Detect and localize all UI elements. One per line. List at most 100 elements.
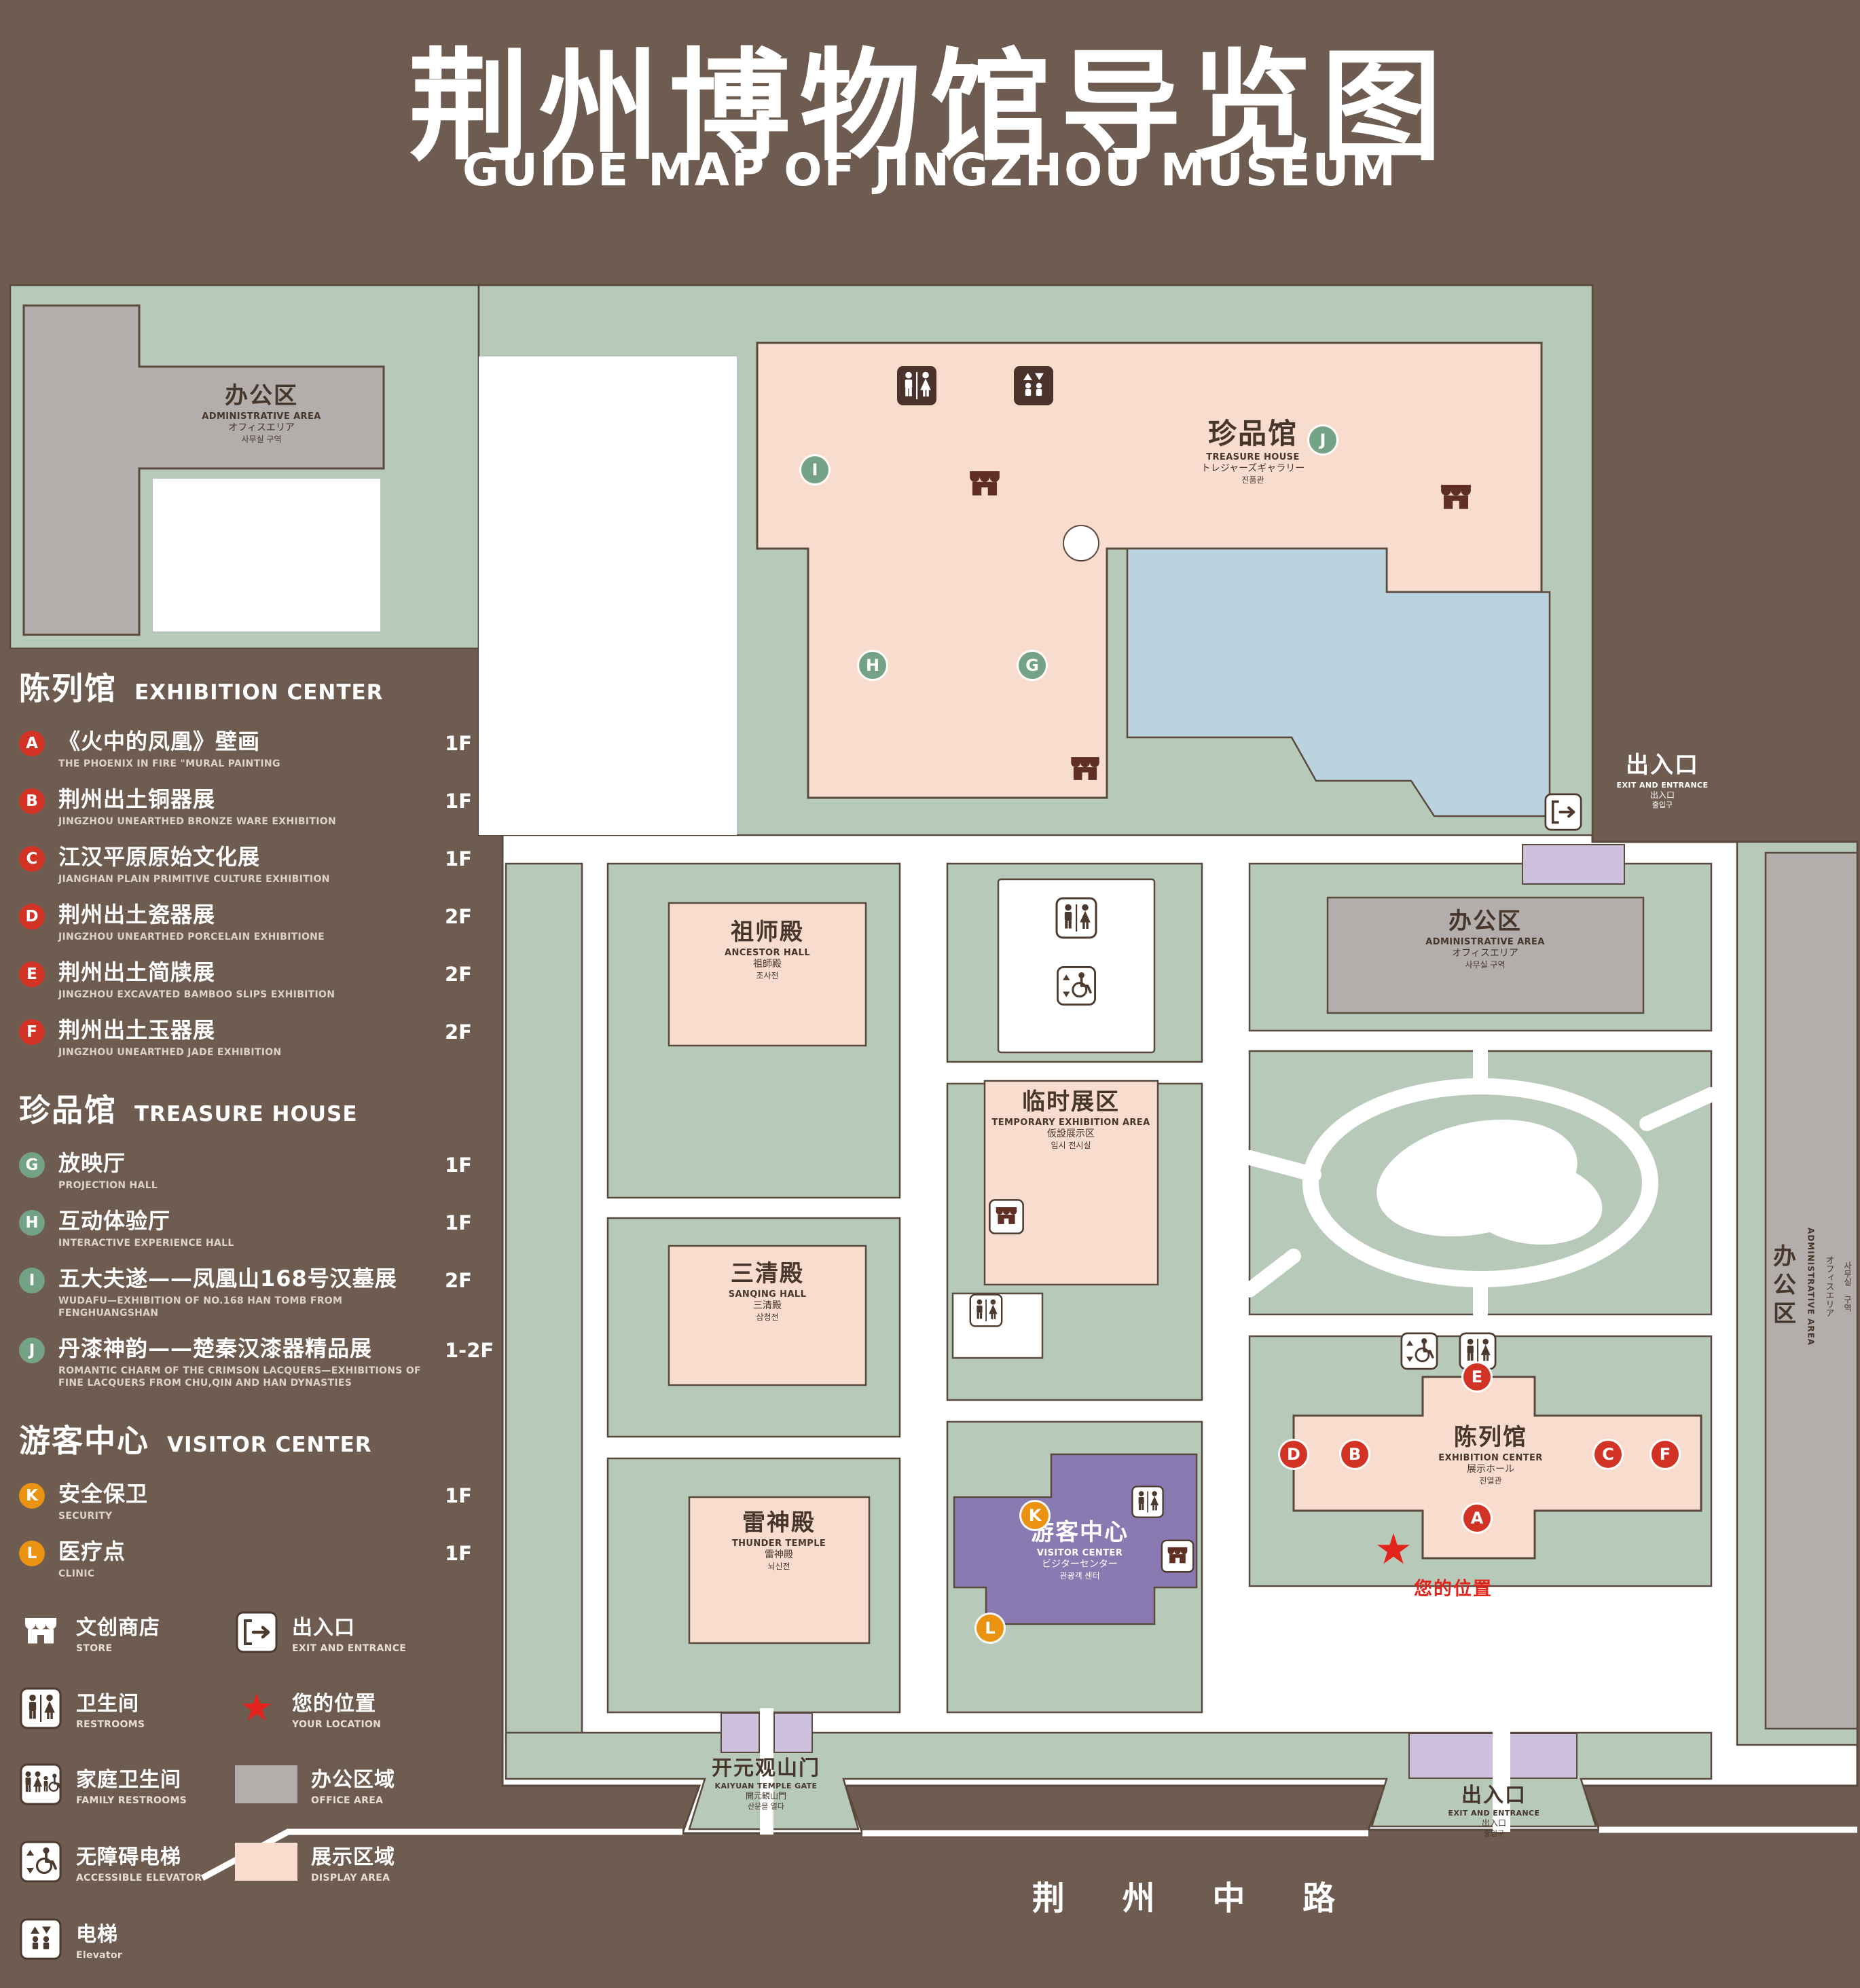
label-jp: 三清殿 (752, 1300, 782, 1312)
map-label-temporary-exhibition: 临时展区 TEMPORARY EXHIBITION AREA 仮設展示区 임시 … (991, 1088, 1150, 1151)
item-floor: 2F (445, 962, 472, 986)
admin-east-strip-building (1764, 851, 1859, 1730)
item-zh: 五大夫遂——凤凰山168号汉墓展 (58, 1265, 397, 1291)
exit-icon (1546, 794, 1581, 830)
item-zh: 《火中的凤凰》壁画 (58, 729, 261, 754)
section-title-zh: 珍品馆 (19, 1091, 117, 1128)
item-en: JINGZHOU EXCAVATED BAMBOO SLIPS EXHIBITI… (58, 989, 335, 1000)
item-en: JIANGHAN PLAIN PRIMITIVE CULTURE EXHIBIT… (58, 873, 330, 885)
map-marker-c: C (1594, 1441, 1622, 1468)
restrooms-icon (1132, 1486, 1163, 1517)
label-jp: 出入口 (1481, 1818, 1506, 1828)
item-floor: 1F (445, 1542, 472, 1566)
legend-symbol-restrooms: 卫生间 RESTROOMS (19, 1687, 145, 1730)
label-kr: 출입구 (1483, 1828, 1505, 1838)
your-location-icon: ★ (239, 1686, 274, 1730)
label-kr: 관광객 센터 (1059, 1571, 1100, 1581)
admin-northwest-building (22, 304, 385, 636)
item-floor: 2F (445, 1020, 472, 1044)
thunder-temple-building (688, 1496, 871, 1644)
legend-symbol-office-area: 办公区域 OFFICE AREA (235, 1763, 395, 1806)
badge-e: E (19, 961, 45, 987)
map-marker-i: I (801, 456, 828, 483)
map-label-admin-strip: 办公区 ADMINISTRATIVE AREA オフィスエリア 사무실 구역 (1766, 1228, 1854, 1346)
item-floor: 2F (445, 904, 472, 928)
gate-walkway (760, 1708, 773, 1835)
legend-item-d: D 荆州出土瓷器展 JINGZHOU UNEARTHED PORCELAIN E… (19, 902, 498, 943)
label-kr: 진품관 (1241, 475, 1264, 485)
restrooms-icon (970, 1295, 1002, 1326)
label-en: ADMINISTRATIVE AREA (1425, 936, 1545, 947)
map-marker-h: H (859, 652, 886, 679)
item-zh: 荆州出土简牍展 (58, 959, 216, 985)
label-jp: 祖師殿 (752, 959, 782, 970)
label-en: EXIT AND ENTRANCE (1448, 1809, 1540, 1818)
section-title-en: VISITOR CENTER (167, 1433, 372, 1458)
badge-g: G (19, 1152, 45, 1178)
gate-building-right (773, 1712, 813, 1753)
section-title-en: EXHIBITION CENTER (134, 680, 384, 705)
label-jp: 展示ホール (1466, 1464, 1514, 1475)
label-zh: 出入口 (1626, 752, 1699, 779)
map-label-ancestor-hall: 祖师殿 ANCESTOR HALL 祖師殿 조사전 (725, 918, 810, 981)
display-area-swatch (235, 1843, 297, 1881)
label-en: ADMINISTRATIVE AREA (1806, 1228, 1816, 1346)
sanqing-hall-building (668, 1245, 867, 1386)
label-jp: 雷神殿 (765, 1549, 793, 1561)
label-en: VISITOR CENTER (1036, 1547, 1123, 1558)
label-zh: 珍品馆 (1207, 417, 1298, 450)
item-en: THE PHOENIX IN FIRE "MURAL PAINTING (58, 758, 280, 769)
badge-a: A (19, 731, 45, 756)
gate-building-left (721, 1712, 760, 1753)
label-en: EXIT AND ENTRANCE (1616, 780, 1709, 790)
legend-symbol-store: 文创商店 STORE (19, 1610, 160, 1654)
legend-item-g: G 放映厅 PROJECTION HALL 1F (19, 1151, 498, 1192)
restrooms-icon (1057, 898, 1096, 938)
legend-symbol-display-area: 展示区域 DISPLAY AREA (235, 1840, 395, 1883)
exhibition-center-building (1292, 1376, 1702, 1560)
label-kr: 임시 전시실 (1051, 1141, 1091, 1151)
label-jp: オフィスエリア (1823, 1255, 1834, 1318)
road-curb (200, 1826, 1857, 1881)
item-zh: 丹漆神韵——楚秦汉漆器精品展 (58, 1336, 373, 1362)
map-label-admin-east: 办公区 ADMINISTRATIVE AREA オフィスエリア 사무실 구역 (1425, 907, 1544, 970)
label-jp: 開元観山門 (745, 1791, 786, 1801)
symbol-en: Elevator (76, 1950, 123, 1961)
label-zh: 祖师殿 (730, 919, 804, 946)
treasure-house-building (756, 342, 1543, 799)
label-kr: 진열관 (1479, 1476, 1502, 1486)
label-kr: 사무실 구역 (241, 435, 282, 445)
item-zh: 荆州出土瓷器展 (58, 901, 216, 927)
map-label-admin-northwest: 办公区 ADMINISTRATIVE AREA オフィスエリア 사무실 구역 (202, 382, 321, 445)
admin-east-building (1326, 896, 1645, 1014)
map-label-thunder-temple: 雷神殿 THUNDER TEMPLE 雷神殿 뇌신전 (732, 1509, 826, 1572)
label-zh: 办公区 (224, 382, 298, 409)
item-zh: 荆州出土铜器展 (58, 786, 216, 812)
store-icon (1162, 1541, 1193, 1572)
courtyard-northwest (153, 479, 380, 631)
label-en: ANCESTOR HALL (725, 947, 810, 958)
ancestor-hall-building (668, 902, 867, 1047)
restrooms-icon (19, 1687, 62, 1730)
legend-item-c: C 江汉平原原始文化展 JIANGHAN PLAIN PRIMITIVE CUL… (19, 845, 498, 885)
item-en: JINGZHOU UNEARTHED BRONZE WARE EXHIBITIO… (58, 815, 336, 827)
item-en: INTERACTIVE EXPERIENCE HALL (58, 1237, 234, 1249)
label-kr: 사무실 구역 (1465, 960, 1506, 970)
symbol-en: RESTROOMS (76, 1719, 145, 1730)
item-en: ROMANTIC CHARM OF THE CRIMSON LACQUERS—E… (58, 1365, 421, 1389)
badge-k: K (19, 1483, 45, 1509)
label-en: SANQING HALL (728, 1289, 807, 1300)
legend-item-k: K 安全保卫 SECURITY 1F (19, 1481, 498, 1522)
badge-j: J (19, 1338, 45, 1364)
item-zh: 医疗点 (58, 1539, 126, 1565)
symbol-zh: 卫生间 (76, 1692, 139, 1716)
page-subtitle: GUIDE MAP OF JINGZHOU MUSEUM (462, 144, 1398, 196)
your-location-star-icon: ★ (1374, 1524, 1412, 1574)
legend-section-exhibition-center: 陈列馆 EXHIBITION CENTER (19, 664, 498, 709)
label-en: EXHIBITION CENTER (1438, 1452, 1543, 1463)
legend-item-f: F 荆州出土玉器展 JINGZHOU UNEARTHED JADE EXHIBI… (19, 1018, 498, 1059)
symbol-legend: 文创商店 STORE 出入口 EXIT AND ENTRANCE 卫生间 RES… (19, 1610, 498, 1977)
legend-symbol-accessible-elevator: 无障碍电梯 ACCESSIBLE ELEVATOR (19, 1840, 202, 1883)
block-west-margin (505, 862, 583, 1745)
map-marker-e: E (1463, 1363, 1491, 1391)
